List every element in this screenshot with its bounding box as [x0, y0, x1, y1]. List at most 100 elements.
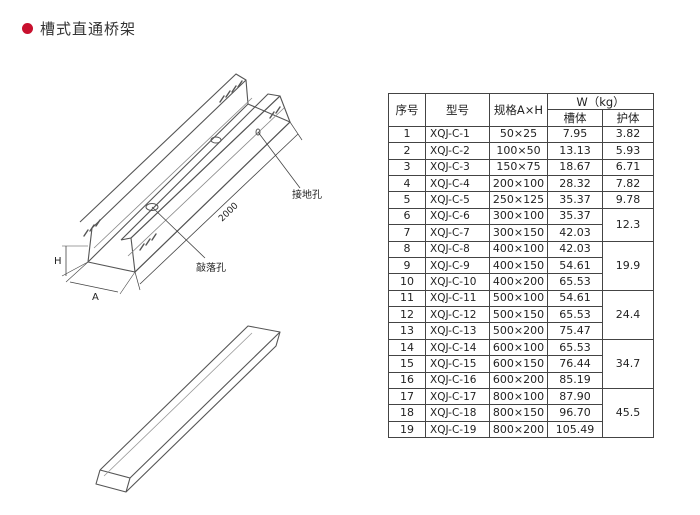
cell-trough-weight: 65.53 [547, 273, 603, 291]
cell-model: XQJ-C-16 [425, 371, 490, 390]
cell-index: 2 [388, 142, 426, 160]
cell-spec: 800×200 [489, 420, 548, 439]
cell-index: 15 [388, 355, 426, 373]
cell-index: 1 [388, 125, 426, 144]
cell-model: XQJ-C-9 [425, 256, 490, 275]
cell-index: 6 [388, 207, 426, 226]
tray-rear-flange [79, 73, 247, 229]
cell-spec: 600×150 [489, 355, 548, 373]
length-dimension-label: 2000 [217, 201, 241, 224]
page-title: 槽式直通桥架 [40, 20, 137, 38]
tray-drawing: 接地孔 敲落孔 2000 H A [54, 73, 322, 493]
cell-model: XQJ-C-15 [425, 355, 490, 373]
cell-index: 17 [388, 388, 426, 406]
cell-cover-weight-group: 24.4 [602, 289, 654, 340]
cell-trough-weight: 42.03 [547, 224, 603, 242]
cell-index: 7 [388, 224, 426, 242]
header-index: 序号 [388, 93, 426, 127]
cell-spec: 500×200 [489, 322, 548, 340]
front-slots [139, 106, 281, 251]
width-dimension-label: A [92, 292, 99, 303]
cell-index: 5 [388, 191, 426, 209]
cell-spec: 500×100 [489, 289, 548, 308]
cell-model: XQJ-C-6 [425, 207, 490, 226]
cell-spec: 100×50 [489, 142, 548, 160]
cell-trough-weight: 65.53 [547, 338, 603, 357]
cell-cover-weight-group: 12.3 [602, 207, 654, 242]
cell-cover-weight-group: 45.5 [602, 388, 654, 439]
cell-index: 14 [388, 338, 426, 357]
cell-trough-weight: 65.53 [547, 306, 603, 324]
cell-cover-weight: 6.71 [602, 158, 654, 176]
cell-model: XQJ-C-4 [425, 174, 490, 193]
cell-index: 18 [388, 404, 426, 422]
cell-index: 8 [388, 240, 426, 258]
cell-trough-weight: 76.44 [547, 355, 603, 373]
cell-trough-weight: 42.03 [547, 240, 603, 258]
header-weight: W（kg） [547, 92, 654, 111]
cell-trough-weight: 54.61 [547, 289, 603, 308]
cell-model: XQJ-C-3 [425, 158, 490, 176]
cell-spec: 300×100 [489, 207, 548, 226]
bullet-dot-icon [22, 23, 33, 34]
cell-index: 10 [388, 273, 426, 291]
cell-spec: 150×75 [489, 158, 548, 176]
cell-trough-weight: 13.13 [547, 142, 603, 160]
cell-index: 13 [388, 322, 426, 340]
cell-model: XQJ-C-14 [425, 338, 490, 357]
cell-index: 19 [388, 420, 426, 439]
cell-trough-weight: 35.37 [547, 207, 603, 226]
drain-hole-label: 敲落孔 [196, 261, 226, 274]
header-trough: 槽体 [547, 109, 603, 127]
cell-spec: 600×100 [489, 338, 548, 357]
cell-spec: 300×150 [489, 224, 548, 242]
cell-trough-weight: 7.95 [547, 125, 603, 144]
cell-cover-weight-group: 19.9 [602, 240, 654, 291]
header-model: 型号 [425, 93, 490, 127]
cell-trough-weight: 54.61 [547, 256, 603, 275]
tray-front-flange [120, 93, 281, 241]
cell-model: XQJ-C-12 [425, 306, 490, 324]
cell-spec: 600×200 [489, 371, 548, 390]
cell-index: 4 [388, 174, 426, 193]
tray-front-wall [130, 95, 291, 273]
rear-slots [83, 80, 243, 237]
cell-model: XQJ-C-17 [425, 388, 490, 406]
cell-index: 3 [388, 158, 426, 176]
ground-hole-label: 接地孔 [292, 188, 322, 201]
cell-model: XQJ-C-7 [425, 224, 490, 242]
cell-cover-weight: 5.93 [602, 142, 654, 160]
cell-model: XQJ-C-2 [425, 142, 490, 160]
cell-spec: 250×125 [489, 191, 548, 209]
cell-model: XQJ-C-8 [425, 240, 490, 258]
cell-model: XQJ-C-13 [425, 322, 490, 340]
page-title-block: 槽式直通桥架 [22, 18, 136, 39]
cell-cover-weight: 9.78 [602, 191, 654, 209]
cell-spec: 400×150 [489, 256, 548, 275]
cell-cover-weight-group: 34.7 [602, 338, 654, 390]
cell-model: XQJ-C-19 [425, 420, 490, 439]
cell-index: 9 [388, 256, 426, 275]
drain-hole-icon [145, 203, 159, 211]
header-cover: 护体 [602, 109, 654, 127]
cell-trough-weight: 35.37 [547, 191, 603, 209]
cell-spec: 200×100 [489, 174, 548, 193]
cell-spec: 50×25 [489, 125, 548, 144]
tray-cover [95, 325, 281, 493]
cell-trough-weight: 28.32 [547, 174, 603, 193]
cell-trough-weight: 87.90 [547, 388, 603, 406]
height-dimension-label: H [54, 256, 62, 267]
cell-spec: 800×150 [489, 404, 548, 422]
